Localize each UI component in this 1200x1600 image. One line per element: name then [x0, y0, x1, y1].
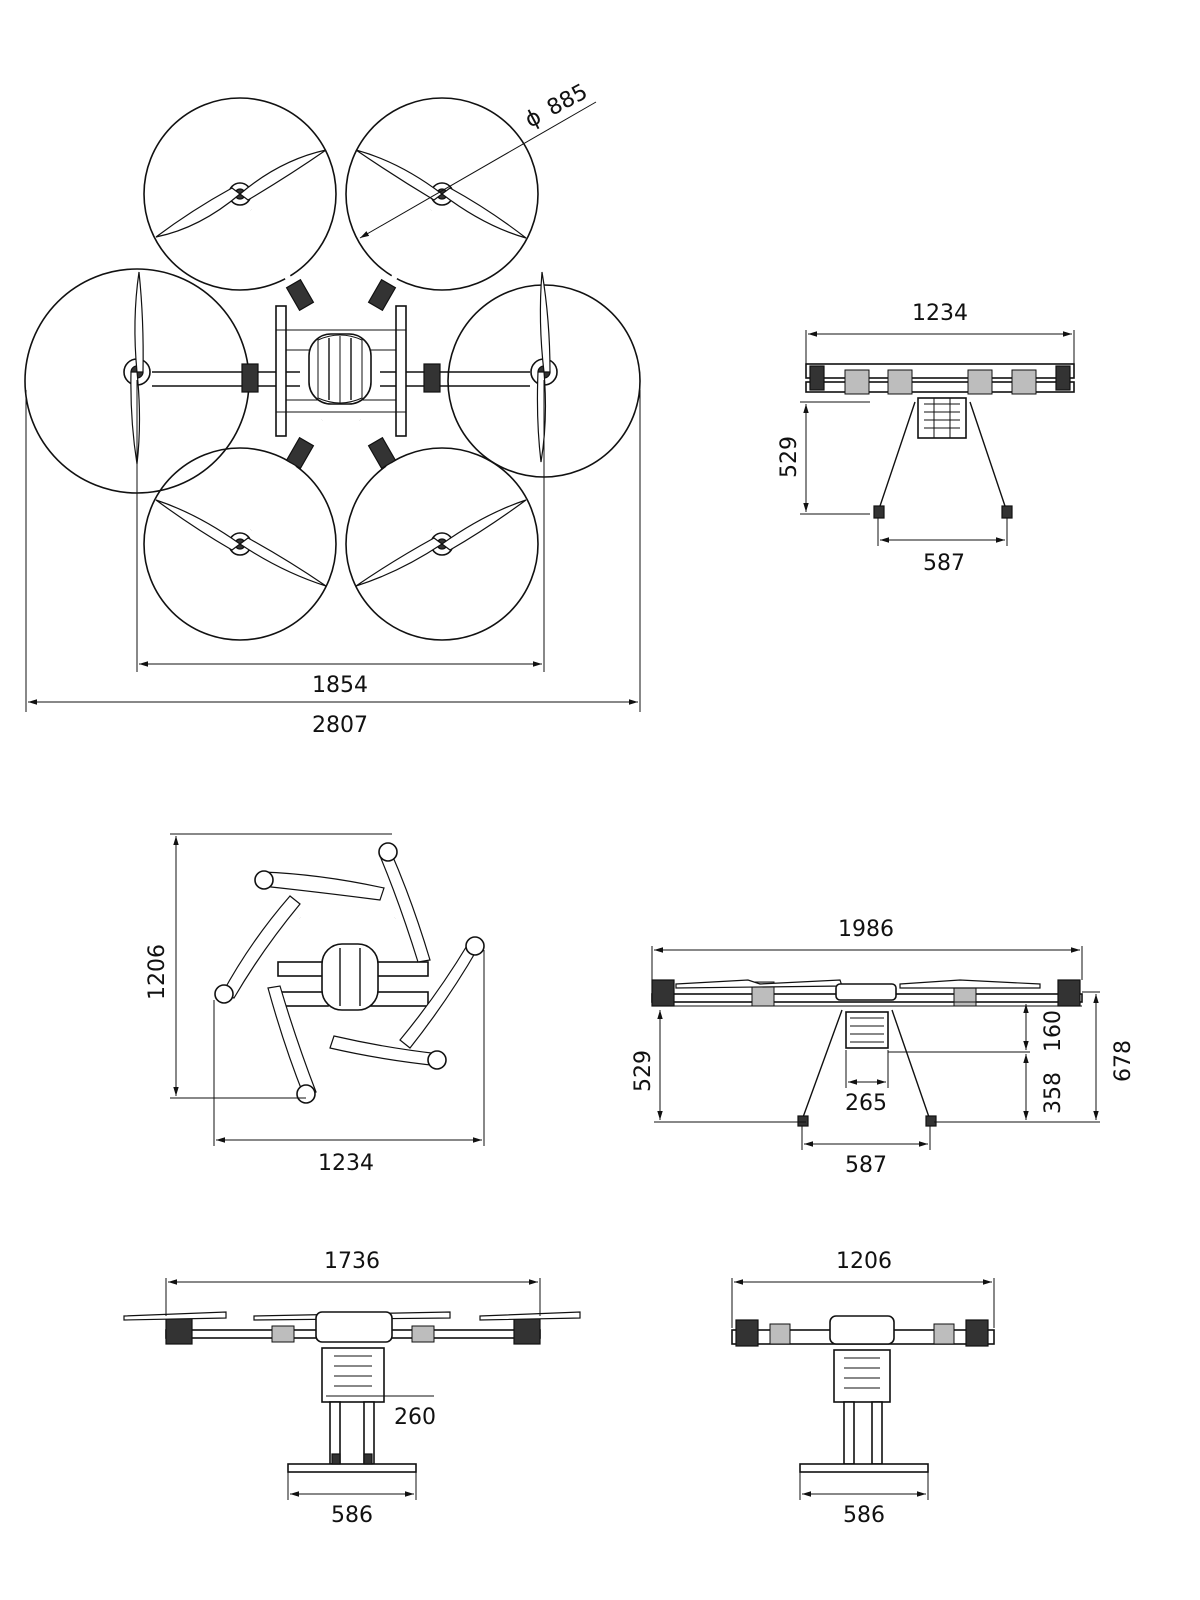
front-deployed-skid-width-value: 586 — [331, 1503, 373, 1528]
gear-width-dimension: 587 — [877, 518, 1008, 576]
front-tank-height-dimension: 260 — [326, 1395, 436, 1430]
prop-disc-upper-left — [143, 97, 337, 291]
front-folded-width-dimension: 1206 — [731, 1249, 995, 1328]
front-tank-height-value: 260 — [394, 1405, 436, 1430]
front-width-dimension: 1736 — [165, 1249, 541, 1316]
overall-span-value: 2807 — [312, 713, 368, 738]
front-folded-arms — [731, 1315, 995, 1347]
deployed-body-height-dimension: 160 — [888, 1001, 1066, 1053]
folded-center-body — [321, 943, 379, 1011]
arm-assembly — [805, 363, 1075, 395]
deployed-gear-height-dimension: 358 — [934, 1054, 1100, 1123]
prop-disc-lower-right — [345, 447, 539, 641]
prop-diameter-value: 885 — [543, 80, 592, 122]
front-skid-width-dimension: 586 — [287, 1472, 417, 1528]
deployed-gear-width-dimension: 587 — [801, 1126, 931, 1178]
front-folded-width-value: 1206 — [836, 1249, 892, 1274]
overall-span-dimension: 2807 — [25, 390, 641, 738]
motors-and-blades — [123, 149, 558, 587]
side-deployed-body-height-value: 160 — [1041, 1010, 1066, 1052]
diameter-symbol: ϕ — [521, 104, 546, 133]
side-compact-gear-width-value: 587 — [923, 551, 965, 576]
side-view-compact: 1234 529 587 — [777, 301, 1075, 576]
side-deployed-battery-width-value: 265 — [845, 1091, 887, 1116]
side-deployed-gear-width-value: 587 — [845, 1153, 887, 1178]
arm-joints — [241, 278, 441, 470]
front-folded-tank — [833, 1349, 891, 1403]
front-arms — [123, 1311, 581, 1345]
front-skids — [287, 1401, 417, 1473]
side-view-deployed: 1986 529 160 358 678 265 — [631, 917, 1136, 1178]
side-compact-height-value: 529 — [777, 436, 802, 478]
side-deployed-leg-height-value: 529 — [631, 1050, 656, 1092]
deployed-battery — [845, 1011, 889, 1049]
prop-disc-upper-right — [345, 97, 539, 291]
front-tank — [321, 1347, 385, 1403]
top-view-folded: 1206 1234 — [145, 833, 485, 1176]
side-compact-width-value: 1234 — [912, 301, 968, 326]
front-view-folded: 1206 586 — [731, 1249, 995, 1528]
motor-span-dimension: 1854 — [136, 380, 545, 698]
frame-rails — [275, 305, 407, 437]
side-deployed-width-value: 1986 — [838, 917, 894, 942]
side-deployed-gear-height-value: 358 — [1041, 1072, 1066, 1114]
width-dimension: 1234 — [805, 301, 1075, 366]
front-folded-skids — [799, 1401, 929, 1473]
folded-height-dimension: 1206 — [145, 833, 392, 1099]
motor-span-value: 1854 — [312, 673, 368, 698]
center-body — [308, 333, 372, 405]
top-view-deployed: ϕ 885 1854 2807 — [24, 80, 641, 738]
folded-width-value: 1234 — [318, 1151, 374, 1176]
front-deployed-width-value: 1736 — [324, 1249, 380, 1274]
deployed-arm-line — [651, 979, 1083, 1007]
deployed-total-height-dimension: 678 — [1082, 991, 1136, 1120]
deployed-legs — [797, 1009, 937, 1127]
deployed-battery-width-dimension: 265 — [845, 1050, 889, 1116]
folded-width-dimension: 1234 — [213, 950, 485, 1176]
front-view-deployed: 1736 260 586 — [123, 1249, 581, 1528]
arms — [152, 208, 530, 532]
prop-disc-lower-left — [143, 447, 337, 641]
height-dimension: 529 — [777, 401, 870, 515]
folded-arms-blades — [214, 842, 485, 1104]
deployed-width-dimension: 1986 — [651, 917, 1083, 980]
front-folded-skid-width-value: 586 — [843, 1503, 885, 1528]
battery-box — [917, 397, 967, 439]
front-folded-skid-width-dimension: 586 — [799, 1472, 929, 1528]
folded-height-value: 1206 — [145, 944, 170, 1000]
side-deployed-total-height-value: 678 — [1111, 1040, 1136, 1082]
deployed-leg-height-dimension: 529 — [631, 1010, 806, 1123]
